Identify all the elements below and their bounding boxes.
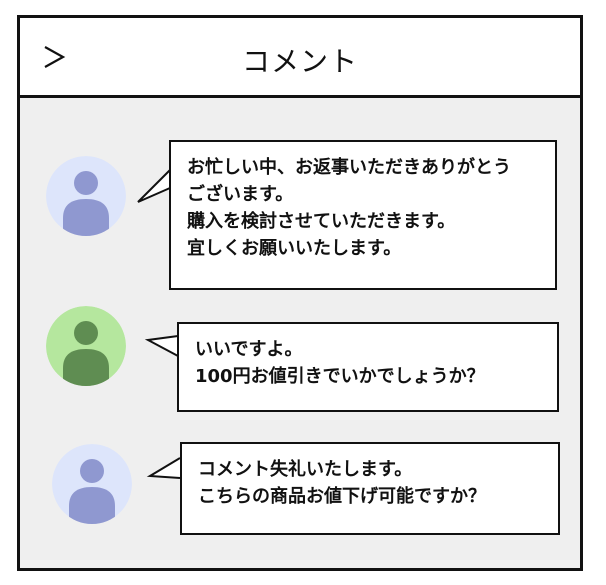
message-bubble: コメント失礼いたします。 こちらの商品お値下げ可能ですか？ xyxy=(180,442,560,535)
back-chevron-icon[interactable] xyxy=(42,44,66,70)
message-line: 100円お値引きでいかでしょうか？ xyxy=(195,366,485,387)
message-line: ございます。 xyxy=(187,184,294,205)
message-line: 購入を検討させていただきます。 xyxy=(187,211,456,232)
avatar xyxy=(52,444,132,524)
bubble-tail xyxy=(137,169,171,203)
header-bar: コメント xyxy=(20,18,580,98)
message-line: お忙しい中、お返事いただきありがとう xyxy=(187,157,511,178)
message-line: コメント失礼いたします。 xyxy=(198,459,413,480)
bubble-tail xyxy=(144,335,179,357)
message-line: 宜しくお願いいたします。 xyxy=(187,238,402,259)
bubble-tail xyxy=(146,457,181,479)
message-line: こちらの商品お値下げ可能ですか？ xyxy=(198,486,486,507)
avatar xyxy=(46,306,126,386)
avatar xyxy=(46,156,126,236)
message-line: いいですよ。 xyxy=(195,339,303,360)
message-bubble: いいですよ。 100円お値引きでいかでしょうか？ xyxy=(177,322,559,412)
comment-screen: コメント お忙しい中、お返事いただきありがとう ございます。 購入を検討させてい… xyxy=(17,15,583,571)
page-title: コメント xyxy=(241,45,358,78)
message-bubble: お忙しい中、お返事いただきありがとう ございます。 購入を検討させていただきます… xyxy=(169,140,557,290)
